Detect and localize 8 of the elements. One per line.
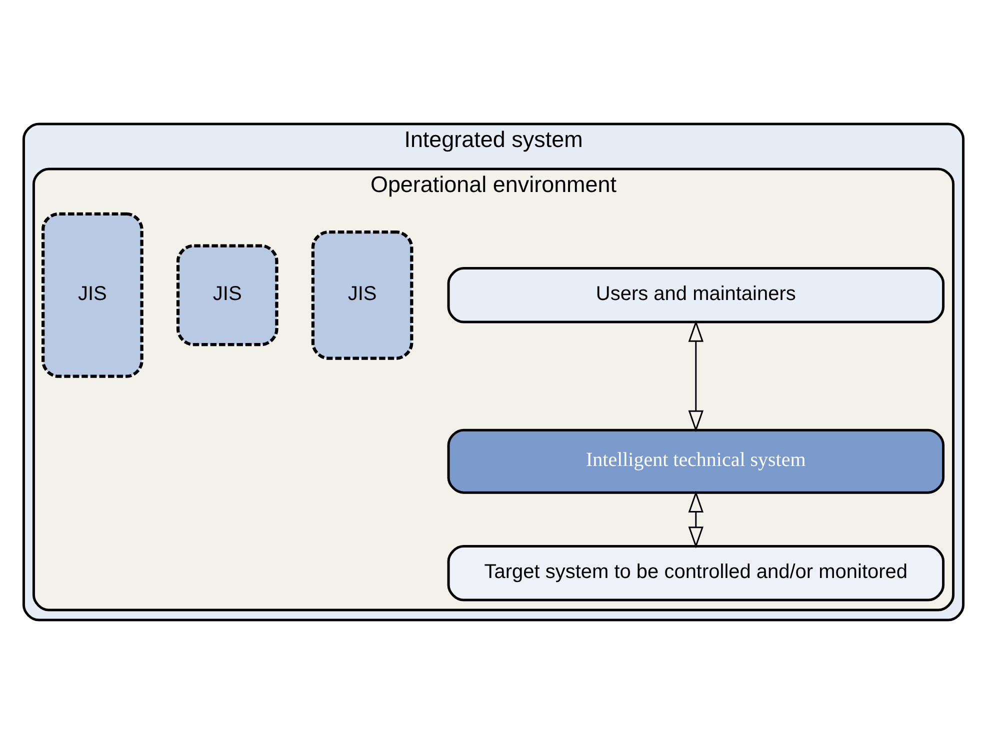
arrow: [688, 490, 704, 548]
node-box: Intelligent technical system: [447, 428, 945, 494]
node-box: JIS: [42, 212, 144, 378]
node-box: JIS: [311, 230, 414, 360]
node-box: JIS: [176, 244, 278, 346]
node-box: Users and maintainers: [447, 267, 945, 324]
arrow: [688, 320, 704, 432]
node-box: Target system to be controlled and/or monitored: [447, 545, 945, 602]
